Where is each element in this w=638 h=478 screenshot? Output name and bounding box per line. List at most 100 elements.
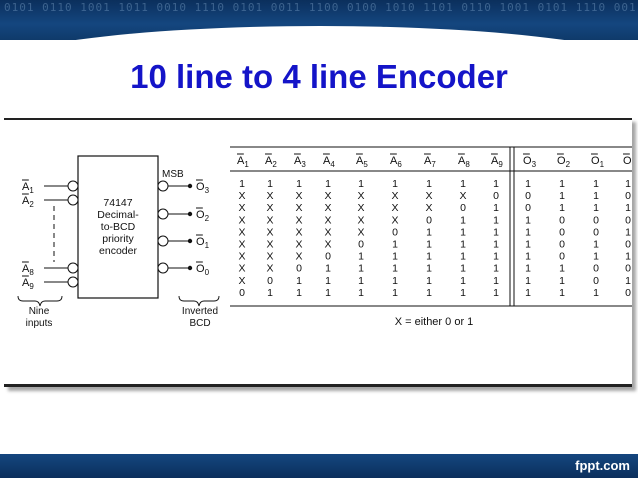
header-banner: 0101 0110 1001 1011 0010 1110 0101 0011 … [0,0,638,40]
table-cell: 1 [460,178,466,190]
table-cell: 1 [493,287,499,299]
table-cell: X [238,214,245,226]
table-cell: 1 [493,214,499,226]
footer-bar: fppt.com [0,454,638,478]
table-cell: X [324,190,331,202]
chip-label-line: to-BCD [101,221,136,233]
binary-pattern: 0101 0110 1001 1011 0010 1110 0101 0011 … [4,1,638,14]
header-o1: O1 [591,155,605,169]
table-cell: 1 [392,287,398,299]
table-cell: 1 [525,275,531,287]
header-a9: A9 [491,155,503,169]
table-cell: 0 [625,214,631,226]
table-cell: 1 [625,202,631,214]
chip-label-line: encoder [99,245,137,257]
table-cell: 1 [559,202,565,214]
table-cell: 1 [392,263,398,275]
table-cell: 1 [493,251,499,263]
table-cell: 1 [593,178,599,190]
table-cell: 1 [426,239,432,251]
chip-body [77,155,159,299]
table-cell: 0 [625,287,631,299]
table-cell: 1 [625,251,631,263]
table-cell: 1 [525,287,531,299]
table-cell: 1 [296,178,302,190]
table-cell: 1 [358,178,364,190]
output-label-o2: O2 [196,209,210,223]
outputs-caption: Inverted [182,306,218,317]
chip-label-line: priority [102,233,134,245]
header-a1: A1 [237,155,249,169]
table-cell: X [324,239,331,251]
table-cell: 1 [493,263,499,275]
inputs-caption: Nine [29,306,50,317]
output-label-o1: O1 [196,236,210,250]
table-cell: 1 [460,226,466,238]
table-cell: 1 [593,202,599,214]
table-cell: 1 [593,287,599,299]
table-cell: 1 [325,178,331,190]
table-cell: 0 [525,190,531,202]
header-a6: A6 [390,155,402,169]
table-cell: 1 [625,226,631,238]
table-cell: X [238,239,245,251]
output-label-o0: O0 [196,263,210,277]
table-cell: X [266,251,273,263]
table-cell: 1 [559,287,565,299]
input-label-a8: A8 [22,263,34,277]
table-cell: 1 [296,287,302,299]
output-dot [187,238,193,244]
table-cell: 1 [593,251,599,263]
table-cell: X [238,263,245,275]
table-cell: X [324,226,331,238]
table-cell: 1 [460,239,466,251]
table-cell: 1 [358,275,364,287]
table-cell: 1 [325,263,331,275]
table-cell: 0 [593,263,599,275]
table-cell: 1 [267,287,273,299]
input-bubble [67,194,79,206]
table-cell: 1 [559,190,565,202]
output-dot [187,265,193,271]
table-cell: 0 [392,226,398,238]
table-cell: X [238,251,245,263]
table-cell: 1 [559,178,565,190]
header-o3: O3 [523,155,537,169]
table-cell: 1 [392,239,398,251]
table-cell: 1 [493,178,499,190]
table-cell: 0 [525,202,531,214]
table-cell: 1 [460,214,466,226]
table-cell: 0 [593,214,599,226]
input-bubble [67,262,79,274]
table-cell: 1 [239,178,245,190]
table-cell: 0 [426,214,432,226]
table-cell: 1 [525,263,531,275]
table-cell: 0 [559,226,565,238]
table-cell: 1 [267,178,273,190]
table-cell: X [357,202,364,214]
table-cell: 0 [625,239,631,251]
table-cell: 0 [625,263,631,275]
table-cell: 1 [593,239,599,251]
encoder-figure: 74147Decimal-to-BCDpriorityencoderA1A2A8… [17,146,637,329]
output-bubble [157,235,169,247]
header-a5: A5 [356,155,368,169]
table-cell: X [238,226,245,238]
table-cell: 0 [593,275,599,287]
table-cell: 0 [493,190,499,202]
table-cell: X [295,239,302,251]
table-cell: 1 [559,275,565,287]
brand-logo: fppt.com [575,458,630,473]
table-cell: 1 [493,202,499,214]
table-cell: X [295,251,302,263]
table-cell: 1 [525,239,531,251]
table-cell: 0 [325,251,331,263]
table-cell: 1 [325,287,331,299]
header-a7: A7 [424,155,436,169]
table-cell: X [266,214,273,226]
table-cell: X [238,202,245,214]
table-cell: X [425,190,432,202]
table-cell: 1 [296,275,302,287]
msb-label: MSB [162,169,184,180]
table-cell: 1 [426,275,432,287]
